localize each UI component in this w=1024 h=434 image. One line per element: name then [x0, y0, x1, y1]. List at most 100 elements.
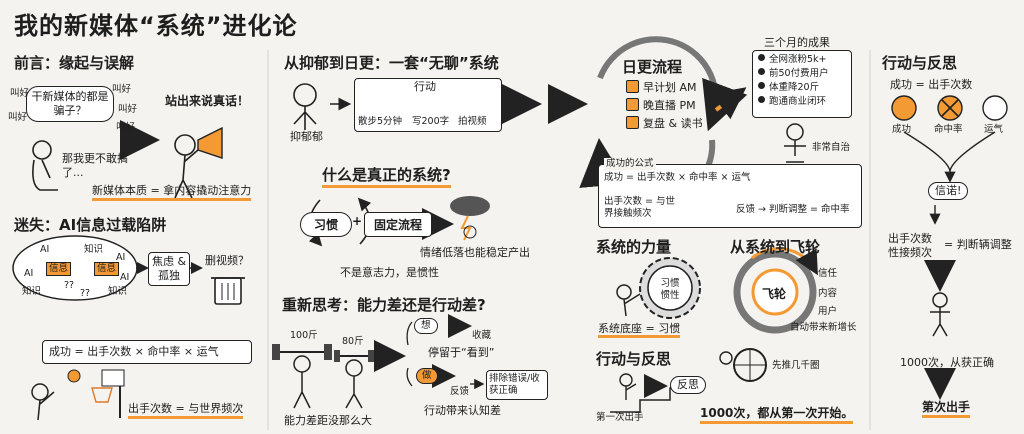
- formula-heading: 成功的公式: [604, 158, 656, 170]
- zen-label: 非常自治: [812, 142, 851, 153]
- cloud-word: ??: [80, 288, 91, 299]
- power-heading: 系统的力量: [596, 238, 672, 256]
- right-heading: 行动与反思: [882, 54, 958, 72]
- right-icon-label: 成功: [892, 124, 912, 135]
- right-icon-label: 命中率: [934, 124, 963, 135]
- storm-cloud-icon: [450, 196, 490, 241]
- crowd-label: 叫好: [10, 88, 30, 99]
- preface-bubble: 干新媒体的都是骗子？: [26, 86, 114, 122]
- result-item: 前50付费用户: [758, 68, 829, 80]
- basketball-hoop-icon: [31, 369, 125, 421]
- action-label: 行动: [414, 80, 436, 93]
- right-formula: 成功 = 出手次数: [890, 78, 973, 91]
- daily-item: 晚直播 PM: [626, 98, 696, 113]
- result-item: 跑通商业闭环: [758, 96, 826, 108]
- jumping-figure: [930, 292, 950, 337]
- gear-icon: [616, 257, 701, 319]
- depression-heading: 从抑郁到日更：一套“无聊”系统: [284, 54, 499, 72]
- stand-up-text: 站出来说真话！: [165, 94, 250, 108]
- first-shot-label: 第一次出手: [596, 412, 644, 423]
- power-base: 系统底座 = 习惯: [598, 322, 681, 338]
- flywheel-label: 内容: [818, 288, 838, 299]
- flywheel-label: 信任: [818, 268, 838, 279]
- thousand-text: 1000次，都从第一次开始。: [700, 404, 854, 424]
- result-item: 体重降20斤: [758, 82, 819, 94]
- cloud-word: 知识: [108, 286, 128, 297]
- essence-text: 新媒体本质 = 拿内容撬动注意力: [92, 184, 252, 201]
- do-bubble: 做: [416, 368, 438, 384]
- formula-box: [598, 164, 862, 228]
- depressed-person-label: 抑郁郁: [290, 130, 323, 143]
- crowd-label: 叫好: [8, 112, 28, 123]
- reflect-bubble: 反思: [670, 376, 706, 394]
- cloud-word: 知识: [22, 286, 42, 297]
- crowd-label: 叫好: [116, 122, 136, 133]
- weight-label: 80斤: [342, 336, 364, 347]
- habit-box: 习惯: [300, 212, 352, 237]
- rethink-result: 行动带来认知差: [424, 404, 501, 417]
- right-first: 第次出手: [922, 398, 971, 418]
- page-title: 我的新媒体“系统”进化论: [14, 12, 298, 40]
- flywheel-icon: [719, 247, 818, 382]
- confusion-heading: 迷失：AI信息过载陷阱: [14, 216, 167, 234]
- flywheel-center: 飞轮: [762, 287, 787, 301]
- formula-feedback: 反馈 → 判断调整 = 命中率: [736, 204, 850, 215]
- step-label: 散步5分钟: [358, 116, 403, 127]
- flywheel-auto: 自动带来新增长: [790, 322, 857, 333]
- trash-can-icon: [211, 277, 245, 305]
- right-icon-label: 运气: [984, 124, 1004, 135]
- system-note: 不是意志力，是惯性: [340, 266, 439, 279]
- plus-sign: +: [352, 214, 363, 228]
- weight-label: 100斤: [290, 330, 318, 341]
- results-box: [752, 50, 852, 118]
- megaphone-person-figure: [174, 126, 223, 199]
- formula-text: 成功 = 出手次数 × 命中率 × 运气: [604, 172, 751, 183]
- doubt-text: 那我更不敢搞了...: [62, 152, 128, 179]
- cloud-word: AI: [120, 272, 130, 283]
- daily-heading: 日更流程: [622, 58, 683, 76]
- gear-label: 习惯 惯性: [660, 278, 680, 301]
- rethink-heading: 重新思考：能力差还是行动差?: [282, 296, 486, 314]
- cloud-word: 信息: [46, 262, 72, 276]
- result-item: 全网涨粉5k+: [758, 54, 827, 66]
- action-mid-heading: 行动与反思: [596, 350, 672, 368]
- step-label: 写200字: [412, 116, 450, 127]
- cloud-word: ??: [64, 280, 75, 291]
- anxiety-box: 焦虑 & 孤独: [148, 252, 190, 286]
- step-label: 拍视频: [458, 116, 487, 127]
- meditating-figure: [778, 123, 812, 170]
- fix-box: 排除错误/收获正确: [486, 370, 548, 400]
- right-freq: 出手次数 性接频次: [888, 232, 932, 259]
- crowd-label: 叫好: [112, 84, 132, 95]
- gap-text: 能力差距没那么大: [284, 414, 372, 427]
- flywheel-push: 先推几千圈: [772, 360, 820, 371]
- belief-bubble: 信诺!: [928, 182, 969, 200]
- flywheel-label: 用户: [818, 306, 838, 317]
- cloud-word: AI: [116, 252, 126, 263]
- sad-person-figure: [32, 140, 58, 191]
- system-heading: 什么是真正的系统?: [322, 164, 451, 188]
- right-thousand: 1000次，从获正确: [900, 356, 994, 369]
- cloud-word: AI: [40, 244, 50, 255]
- cloud-word: AI: [24, 268, 34, 279]
- hide-label: 收藏: [472, 330, 492, 341]
- confusion-formula-box: 成功 = 出手次数 × 命中率 × 运气: [42, 340, 252, 364]
- formula-freq: 出手次数 = 与世界接触频次: [604, 196, 675, 219]
- success-icons: [891, 95, 1008, 121]
- crowd-label: 叫好: [118, 104, 138, 115]
- preface-heading: 前言：缘起与误解: [14, 54, 135, 72]
- stay-text: 停留于“看到”: [428, 346, 495, 359]
- daily-item: 复盘 & 读书: [626, 116, 703, 131]
- weightlifter-figures: [272, 344, 374, 409]
- process-box: 固定流程: [364, 212, 432, 237]
- depressed-person-figure: [293, 83, 317, 130]
- flywheel-heading: 从系统到飞轮: [730, 238, 821, 256]
- cloud-word: 信息: [94, 262, 120, 276]
- freq-text: 出手次数 = 与世界频次: [128, 402, 244, 419]
- feedback-label: 反馈: [450, 386, 470, 397]
- delete-text: 删视频？: [205, 254, 249, 267]
- cloud-word: 知识: [84, 244, 104, 255]
- action-box: [354, 78, 502, 132]
- daily-item: 早计划 AM: [626, 80, 697, 95]
- right-judge: = 判断辆调整: [944, 238, 1012, 251]
